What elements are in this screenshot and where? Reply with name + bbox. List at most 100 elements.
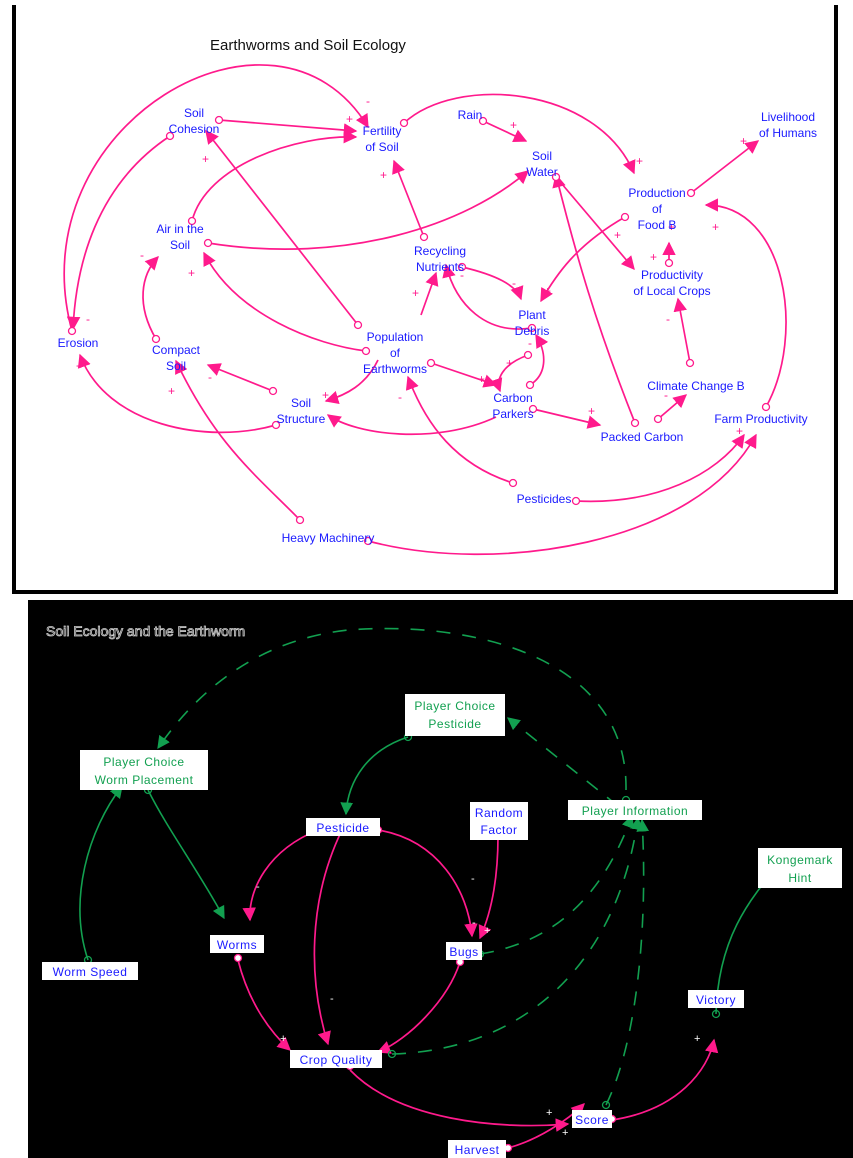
node-heavy-machinery: Heavy Machinery bbox=[282, 531, 375, 545]
svg-text:+: + bbox=[506, 356, 513, 370]
node-player-information: Player Information bbox=[568, 800, 702, 820]
svg-text:+: + bbox=[484, 925, 490, 937]
information-links bbox=[157, 627, 650, 1106]
svg-text:+: + bbox=[588, 404, 595, 418]
polarity-signs: - + + + + + + - + + - - + + + + - - - + … bbox=[76, 94, 747, 438]
svg-text:-: - bbox=[208, 370, 212, 384]
game-causal-diagram: Soil Ecology and the Earthworm bbox=[28, 600, 853, 1158]
svg-text:-: - bbox=[76, 358, 80, 372]
svg-text:Pesticide: Pesticide bbox=[316, 821, 369, 835]
svg-text:+: + bbox=[380, 168, 387, 182]
svg-text:+: + bbox=[510, 118, 517, 132]
svg-text:-: - bbox=[330, 993, 334, 1005]
svg-text:+: + bbox=[694, 1033, 700, 1045]
svg-text:+: + bbox=[636, 154, 643, 168]
svg-text:-: - bbox=[528, 336, 532, 350]
svg-text:+: + bbox=[562, 1127, 568, 1139]
svg-text:Worms: Worms bbox=[217, 938, 257, 952]
pink-links bbox=[237, 829, 719, 1149]
node-harvest: Harvest bbox=[448, 1140, 506, 1158]
svg-text:-: - bbox=[472, 917, 476, 929]
top-diagram-canvas: Earthworms and Soil Ecology bbox=[58, 37, 817, 556]
node-packed-carbon: Packed Carbon bbox=[601, 430, 684, 444]
svg-text:-: - bbox=[460, 268, 464, 282]
svg-text:+: + bbox=[322, 388, 329, 402]
bottom-diagram-canvas: Soil Ecology and the Earthworm bbox=[42, 623, 842, 1158]
link-origins bbox=[83, 732, 721, 1153]
node-worms: Worms bbox=[210, 935, 264, 953]
svg-text:+: + bbox=[168, 384, 175, 398]
diagram-title: Earthworms and Soil Ecology bbox=[210, 37, 406, 54]
svg-text:Player Information: Player Information bbox=[582, 804, 688, 818]
svg-text:Victory: Victory bbox=[696, 993, 736, 1007]
svg-text:-: - bbox=[664, 388, 668, 402]
node-worm-speed: Worm Speed bbox=[42, 962, 138, 980]
svg-text:+: + bbox=[478, 372, 485, 386]
svg-text:+: + bbox=[546, 1107, 552, 1119]
svg-text:+: + bbox=[668, 220, 675, 234]
node-crop-quality: Crop Quality bbox=[290, 1050, 382, 1068]
node-pesticide: Pesticide bbox=[306, 818, 380, 836]
causal-loop-diagram-earthworms: Earthworms and Soil Ecology bbox=[12, 5, 838, 594]
svg-text:-: - bbox=[86, 312, 90, 326]
svg-text:+: + bbox=[202, 152, 209, 166]
svg-text:+: + bbox=[544, 284, 551, 298]
svg-text:+: + bbox=[346, 112, 353, 126]
svg-text:Crop Quality: Crop Quality bbox=[300, 1053, 373, 1067]
svg-text:+: + bbox=[740, 134, 747, 148]
svg-text:+: + bbox=[614, 228, 621, 242]
svg-text:+: + bbox=[188, 266, 195, 280]
node-rain: Rain bbox=[458, 108, 483, 122]
causal-links bbox=[63, 64, 787, 556]
svg-text:Worm Speed: Worm Speed bbox=[53, 965, 128, 979]
svg-text:+: + bbox=[736, 424, 743, 438]
bottom-diagram-title: Soil Ecology and the Earthworm bbox=[46, 623, 245, 639]
svg-text:-: - bbox=[471, 873, 475, 885]
svg-text:-: - bbox=[666, 312, 670, 326]
svg-text:+: + bbox=[650, 250, 657, 264]
polarity-signs: - - - - + + + + + bbox=[256, 873, 700, 1139]
svg-text:Score: Score bbox=[575, 1113, 609, 1127]
svg-text:-: - bbox=[140, 248, 144, 262]
svg-text:-: - bbox=[398, 390, 402, 404]
svg-text:Bugs: Bugs bbox=[449, 945, 478, 959]
node-climate-change: Climate Change B bbox=[647, 379, 744, 393]
svg-text:-: - bbox=[366, 94, 370, 108]
svg-text:+: + bbox=[712, 220, 719, 234]
node-score: Score bbox=[572, 1110, 612, 1128]
node-farm-productivity: Farm Productivity bbox=[714, 412, 807, 426]
svg-text:+: + bbox=[280, 1033, 286, 1045]
node-victory: Victory bbox=[688, 990, 744, 1008]
svg-text:-: - bbox=[512, 276, 516, 290]
svg-text:Harvest: Harvest bbox=[455, 1143, 500, 1157]
node-pesticides: Pesticides bbox=[517, 492, 572, 506]
link-origins bbox=[67, 115, 771, 546]
svg-text:+: + bbox=[412, 286, 419, 300]
svg-text:-: - bbox=[256, 881, 260, 893]
node-erosion: Erosion bbox=[58, 336, 99, 350]
node-bugs: Bugs bbox=[446, 942, 482, 960]
